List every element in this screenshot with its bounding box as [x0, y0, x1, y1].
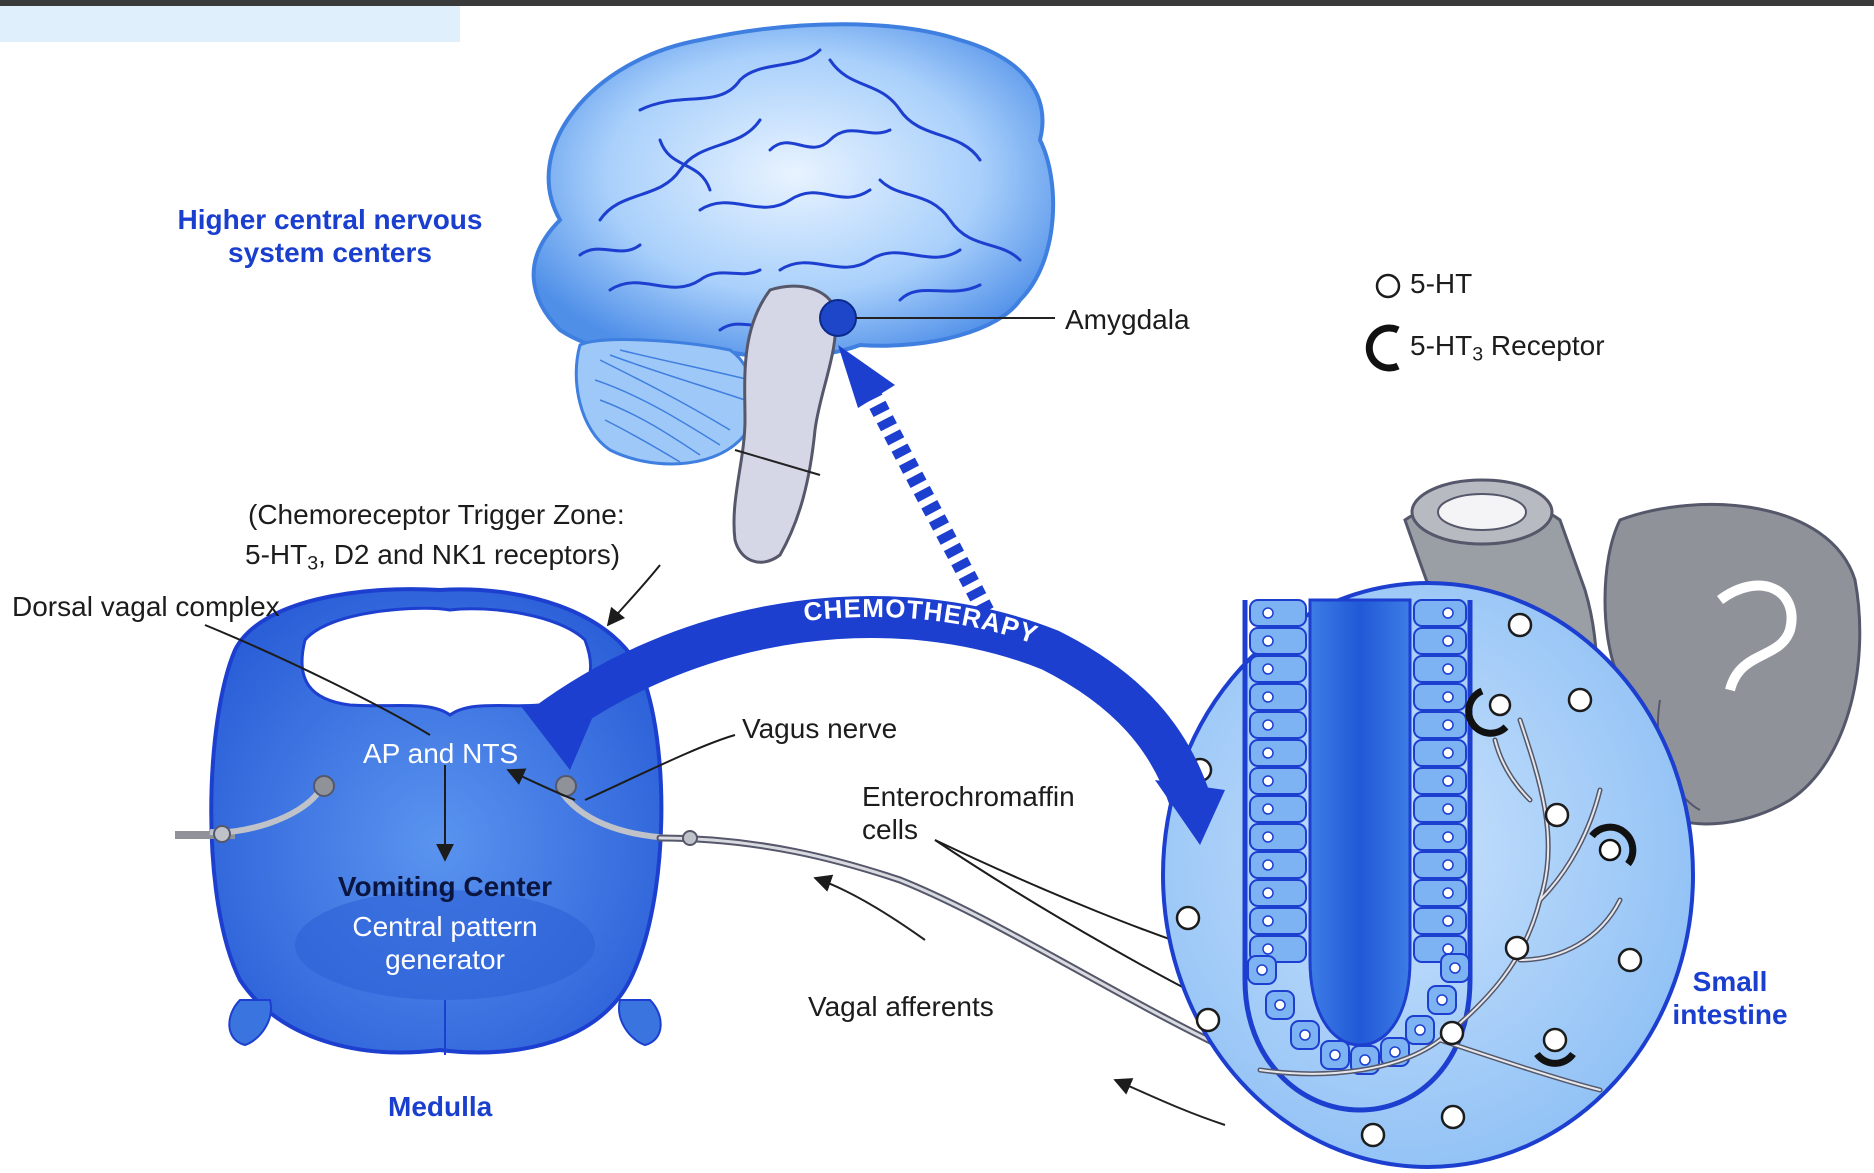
cell-nucleus [1443, 916, 1453, 926]
legend-receptor-symbol [1369, 328, 1398, 368]
central-pattern-generator-label: Central pattern generator [330, 910, 560, 976]
vomiting-center-label: Vomiting Center [320, 870, 570, 903]
cell-nucleus [1443, 748, 1453, 758]
cell-nucleus [1415, 1025, 1425, 1035]
epithelial-cell [1250, 852, 1306, 878]
cell-nucleus [1443, 888, 1453, 898]
epithelial-cell [1414, 796, 1466, 822]
epithelial-cell [1250, 684, 1306, 710]
cell-nucleus [1263, 804, 1273, 814]
small-intestine-label: Small intestine [1660, 965, 1800, 1031]
epithelial-cell [1250, 712, 1306, 738]
chemotherapy-label: CHEMOTHERAPY [802, 593, 1042, 650]
cell-nucleus [1263, 860, 1273, 870]
epithelial-cell [1250, 628, 1306, 654]
medulla-label: Medulla [388, 1090, 492, 1123]
epithelial-cell [1414, 768, 1466, 794]
cell-nucleus [1263, 692, 1273, 702]
epithelial-cell [1414, 628, 1466, 654]
epithelial-cell [1414, 824, 1466, 850]
epithelial-cell [1250, 768, 1306, 794]
cell-nucleus [1263, 888, 1273, 898]
top-edge-bar [0, 0, 1874, 6]
cell-nucleus [1263, 720, 1273, 730]
cell-nucleus [1263, 608, 1273, 618]
vagus-nerve-label: Vagus nerve [742, 712, 897, 745]
cell-nucleus [1263, 636, 1273, 646]
cell-nucleus [1263, 748, 1273, 758]
epithelial-cell [1250, 656, 1306, 682]
epithelial-cell [1414, 852, 1466, 878]
cell-nucleus [1300, 1030, 1310, 1040]
ctz-pointer-arrow [608, 565, 660, 625]
legend-receptor: 5-HT3 Receptor [1410, 330, 1605, 362]
epithelial-cell [1414, 712, 1466, 738]
cell-nucleus [1443, 692, 1453, 702]
cell-nucleus [1263, 664, 1273, 674]
cell-nucleus [1443, 944, 1453, 954]
ctz-label-line1: (Chemoreceptor Trigger Zone: [248, 498, 625, 531]
cell-nucleus [1437, 995, 1447, 1005]
epithelial-cell [1250, 740, 1306, 766]
epithelial-cell [1250, 600, 1306, 626]
cell-nucleus [1443, 720, 1453, 730]
vagal-afferent-arrow-lower [1115, 1080, 1225, 1125]
epithelial-cell [1250, 908, 1306, 934]
legend-receptor-text: 5-HT3 Receptor [1410, 330, 1605, 362]
vagal-afferent-arrow-upper [815, 878, 925, 940]
cell-nucleus [1330, 1050, 1340, 1060]
cell-nucleus [1257, 965, 1267, 975]
cell-nucleus [1443, 636, 1453, 646]
legend-serotonin-symbol [1377, 275, 1399, 297]
amygdala-label: Amygdala [1065, 303, 1190, 336]
brain-illustration [534, 24, 1055, 562]
enterochromaffin-cells-label: Enterochromaffin cells [862, 780, 1102, 846]
cell-nucleus [1443, 832, 1453, 842]
epithelial-cell [1414, 656, 1466, 682]
medulla-illustration [175, 589, 670, 1055]
cell-nucleus [1263, 776, 1273, 786]
epithelial-cell [1414, 600, 1466, 626]
cell-nucleus [1360, 1055, 1370, 1065]
epithelial-cell [1250, 824, 1306, 850]
cell-nucleus [1275, 1000, 1285, 1010]
cell-nucleus [1390, 1047, 1400, 1057]
epithelial-cell [1250, 880, 1306, 906]
amygdala-node [820, 300, 856, 336]
higher-cns-label: Higher central nervous system centers [160, 203, 500, 269]
ap-nts-label: AP and NTS [363, 737, 518, 770]
background-header-bleed [0, 6, 460, 42]
legend-serotonin-text: 5-HT [1410, 268, 1472, 300]
cell-nucleus [1450, 963, 1460, 973]
epithelial-cell [1414, 684, 1466, 710]
epithelial-cell [1414, 740, 1466, 766]
cell-nucleus [1263, 944, 1273, 954]
cell-nucleus [1443, 804, 1453, 814]
legend-serotonin: 5-HT [1410, 268, 1472, 300]
epithelial-cell [1414, 880, 1466, 906]
cell-nucleus [1263, 916, 1273, 926]
dorsal-vagal-complex-label: Dorsal vagal complex [12, 590, 280, 623]
epithelial-cell [1250, 796, 1306, 822]
cell-nucleus [1263, 832, 1273, 842]
epithelial-cell [1414, 908, 1466, 934]
ctz-label-line2: 5-HT3, D2 and NK1 receptors) [245, 538, 620, 571]
cell-nucleus [1443, 608, 1453, 618]
cell-nucleus [1443, 860, 1453, 870]
small-intestine-magnified [1163, 583, 1693, 1167]
cell-nucleus [1443, 776, 1453, 786]
cell-nucleus [1443, 664, 1453, 674]
vagal-afferents-label: Vagal afferents [808, 990, 994, 1023]
